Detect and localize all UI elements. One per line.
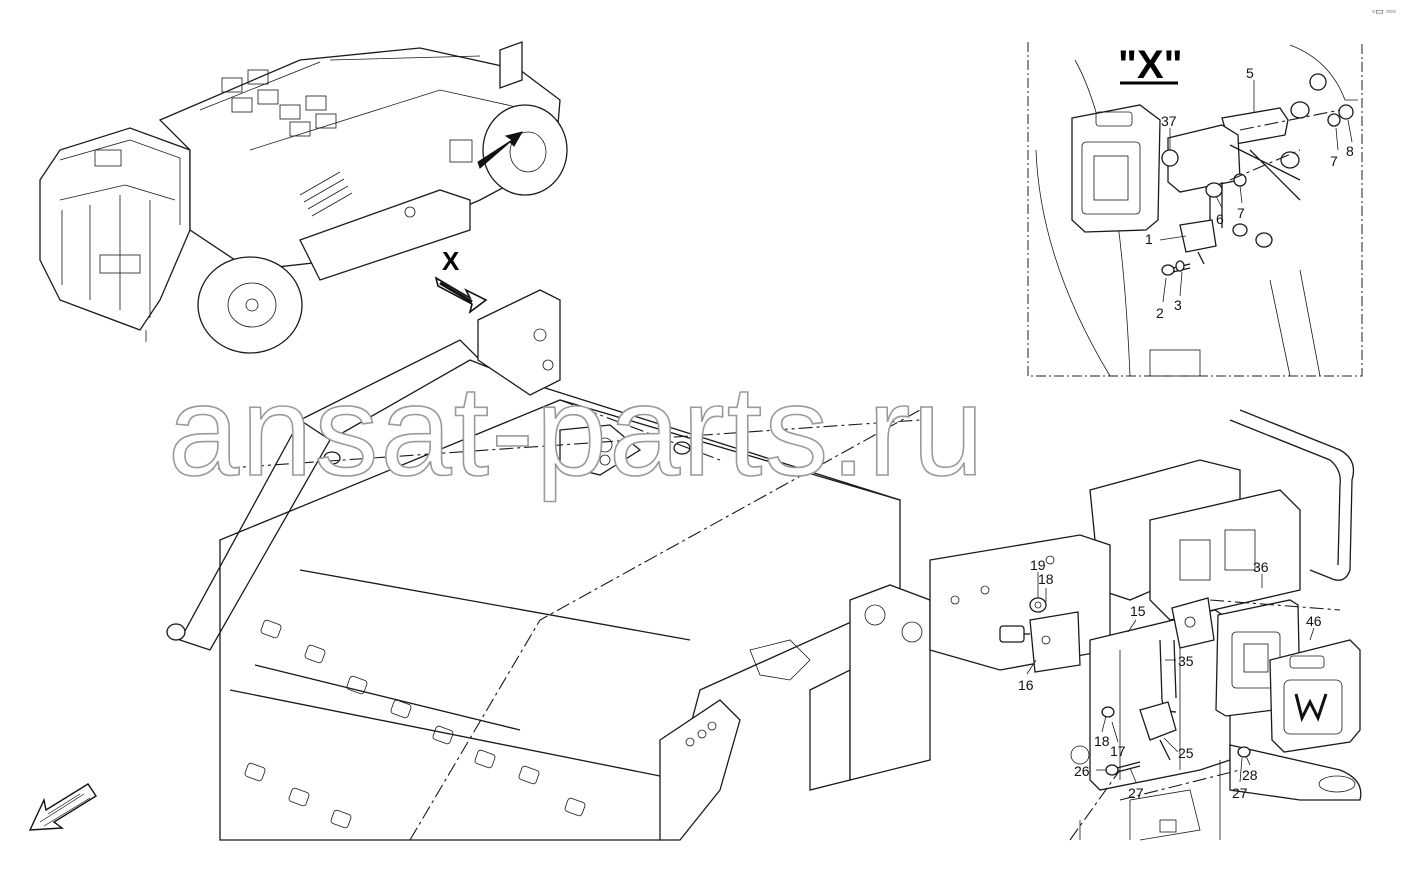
callout-label: 25 — [1178, 745, 1194, 761]
callout-label: 18 — [1094, 733, 1110, 749]
callout-label: 5 — [1246, 65, 1254, 81]
detail-view-title: "X" — [1118, 43, 1183, 87]
view-x-marker: X — [434, 246, 488, 314]
direction-arrow-icon — [28, 783, 97, 831]
callout-label: 2 — [1156, 305, 1164, 321]
callout-label: 7 — [1237, 205, 1245, 221]
callout-label: 28 — [1242, 767, 1258, 783]
view-x-letter: X — [442, 246, 460, 276]
callout-label: 37 — [1161, 113, 1177, 129]
callout-label: 27 — [1232, 785, 1248, 801]
callout-label: 36 — [1253, 559, 1269, 575]
callout-label: 35 — [1178, 653, 1194, 669]
callout-label: 17 — [1110, 743, 1126, 759]
page-id: ▫▭ ▫▫▫ — [1372, 6, 1396, 16]
callout-label: 26 — [1074, 763, 1090, 779]
machine-overview-illustration — [39, 41, 568, 354]
callout-label: 27 — [1128, 785, 1144, 801]
callout-label: 1 — [1145, 231, 1153, 247]
callout-label: 7 — [1330, 153, 1338, 169]
callout-label: 16 — [1018, 677, 1034, 693]
callout-label: 18 — [1038, 571, 1054, 587]
callout-label: 15 — [1130, 603, 1146, 619]
callout-label: 8 — [1346, 143, 1354, 159]
watermark-text: ansat-parts.ru — [168, 360, 986, 503]
callout-label: 3 — [1174, 297, 1182, 313]
right-bracket-assembly — [929, 409, 1362, 841]
main-frame-assembly — [166, 289, 931, 841]
callout-label: 46 — [1306, 613, 1322, 629]
main-callouts: 19 18 15 36 46 35 16 18 17 25 26 27 28 2… — [1018, 557, 1322, 801]
detail-view-x: "X" 5 37 7 8 6 7 1 2 3 — [1027, 42, 1363, 377]
callout-label: 19 — [1030, 557, 1046, 573]
callout-label: 6 — [1216, 211, 1224, 227]
